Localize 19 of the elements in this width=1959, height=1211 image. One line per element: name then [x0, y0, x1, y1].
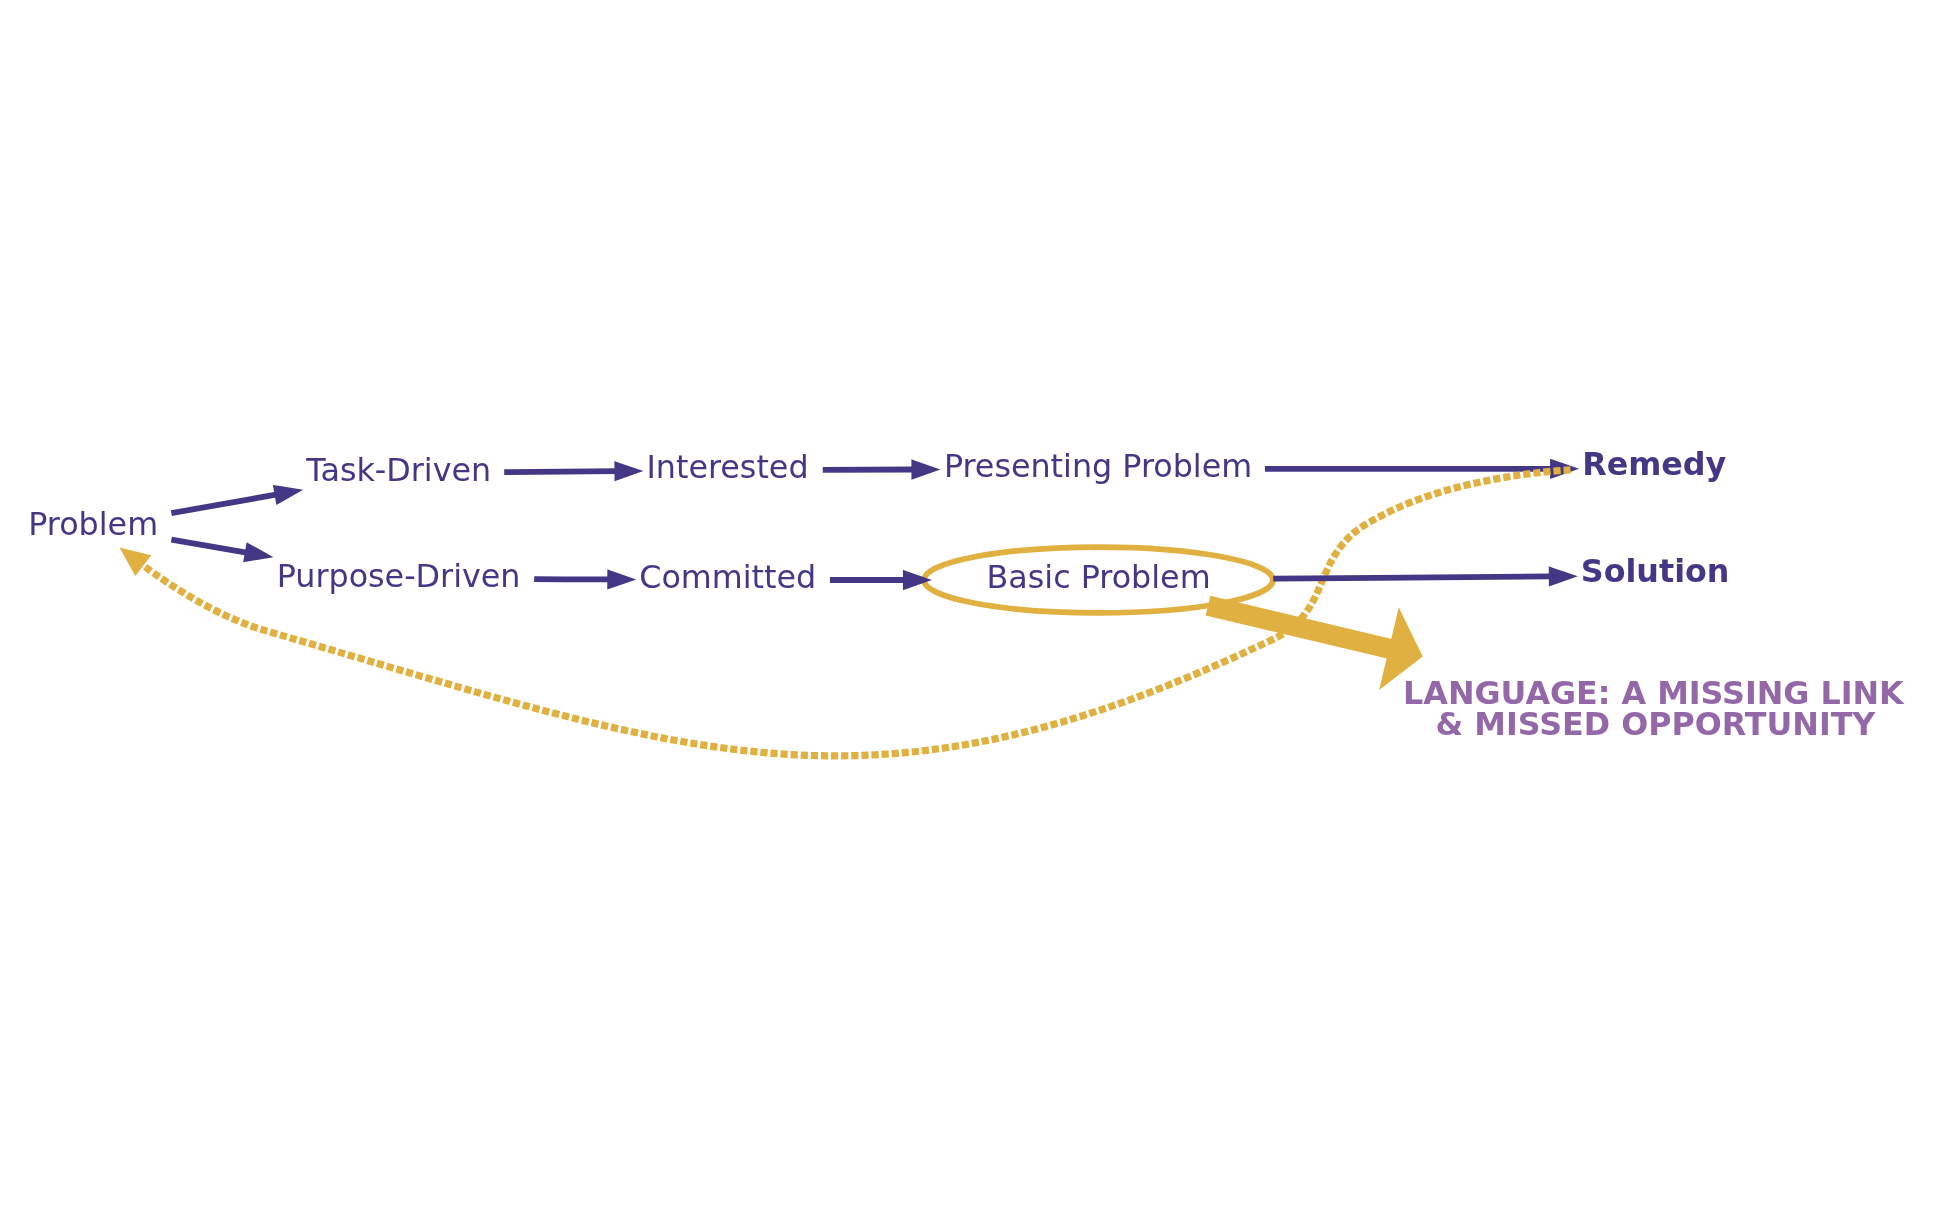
arrow: [170, 536, 273, 562]
arrow: [503, 460, 643, 481]
node-ellipse: Basic Problem: [920, 543, 1276, 616]
node-text: Purpose-Driven: [276, 557, 520, 594]
node-text: Committed: [638, 558, 816, 595]
node-text: Remedy: [1581, 445, 1726, 482]
node-text: Presenting Problem: [943, 447, 1252, 484]
node-text: Problem: [27, 505, 158, 542]
arrow: [1272, 565, 1578, 587]
node-text: LANGUAGE: A MISSING LINK & MISSED OPPORTUNITY: [1402, 674, 1904, 742]
arrow: [533, 568, 636, 590]
node-text: Task-Driven: [305, 451, 491, 488]
arrow: [170, 484, 303, 516]
arrow: [822, 458, 940, 480]
node-text: Interested: [645, 448, 809, 485]
arrow: [119, 465, 1571, 759]
arrow: [1205, 595, 1423, 690]
node-text: Solution: [1580, 552, 1729, 589]
arrow: [829, 569, 932, 590]
